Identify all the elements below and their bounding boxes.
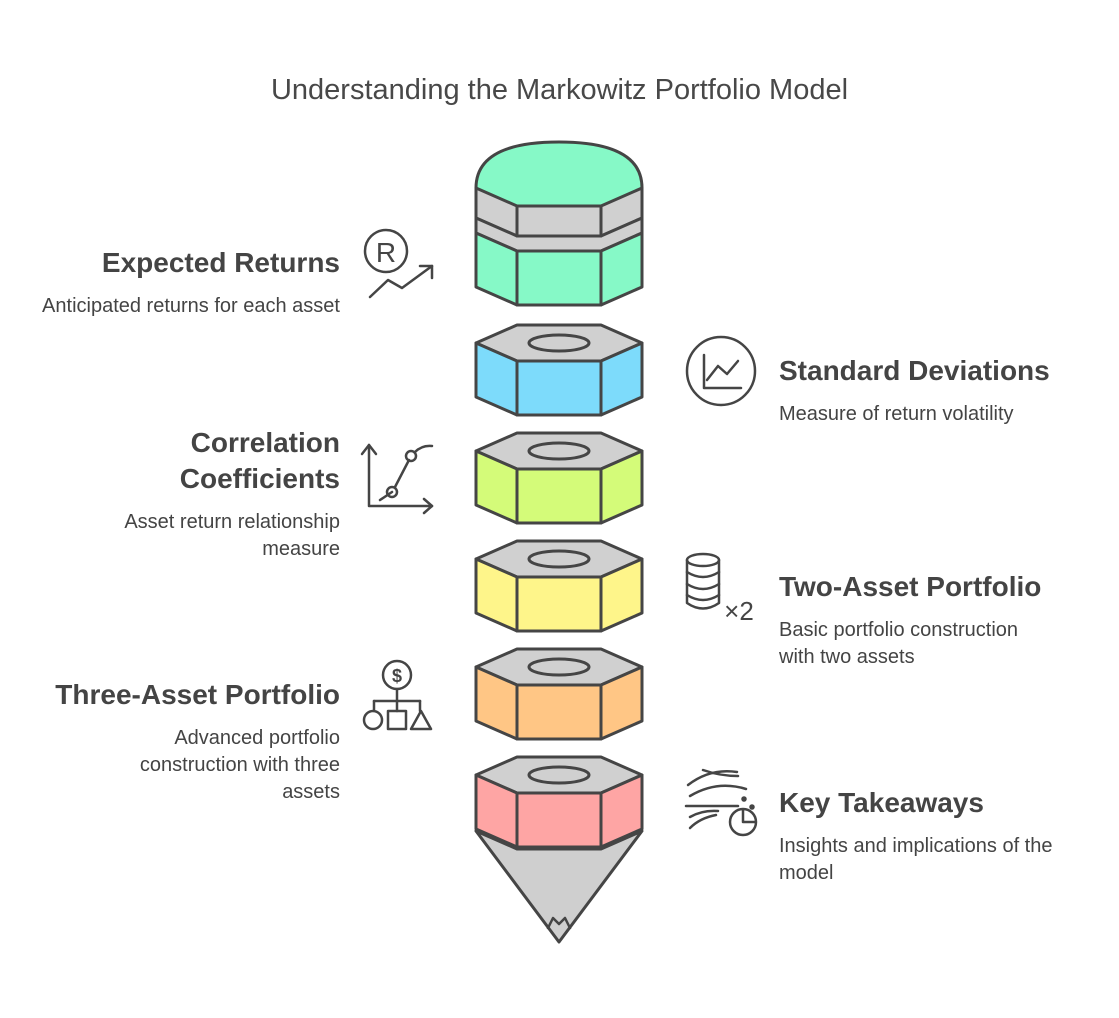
nut-two-asset <box>474 539 644 633</box>
item-title: Correlation Coefficients <box>179 427 340 494</box>
item-key-takeaways: Key Takeaways Insights and implications … <box>779 785 1079 887</box>
item-two-asset-portfolio: Two-Asset Portfolio Basic portfolio cons… <box>779 569 1079 671</box>
item-expected-returns: Expected Returns Anticipated returns for… <box>40 245 340 320</box>
page-title: Understanding the Markowitz Portfolio Mo… <box>270 74 849 106</box>
top-cap-segment <box>474 140 644 307</box>
nut-three-asset <box>474 647 644 741</box>
top-cap-body <box>474 140 644 208</box>
coin-stack-icon <box>685 552 721 610</box>
nut-hole <box>527 657 591 677</box>
correlation-chart-icon <box>360 443 434 515</box>
cone-tip <box>474 829 644 944</box>
nut-hole <box>527 333 591 353</box>
item-desc: Measure of return volatility <box>779 403 1014 425</box>
item-desc: Insights and implications of the model <box>779 835 1053 884</box>
nut-hole <box>527 441 591 461</box>
nut-standard-deviations <box>474 323 644 417</box>
item-desc: Advanced portfolio construction with thr… <box>139 727 340 803</box>
nut-hole <box>527 765 591 785</box>
multiplier-label: ×2 <box>724 596 754 626</box>
nut-key-takeaways <box>474 755 644 849</box>
currency-symbol: $ <box>392 666 402 686</box>
nut-correlation-coefficients <box>474 431 644 525</box>
item-correlation-coefficients: Correlation Coefficients Asset return re… <box>40 425 340 563</box>
item-desc: Asset return relationship measure <box>124 511 340 560</box>
asset-hierarchy-icon <box>362 659 433 731</box>
nut-hole <box>527 549 591 569</box>
volatility-chart-icon <box>685 335 757 407</box>
item-standard-deviations: Standard Deviations Measure of return vo… <box>779 353 1079 428</box>
insights-flow-icon <box>684 768 758 837</box>
item-desc: Anticipated returns for each asset <box>42 295 340 317</box>
returns-chart-icon <box>363 228 434 299</box>
item-title: Expected Returns <box>101 247 340 278</box>
item-desc: Basic portfolio construction with two as… <box>779 619 1019 668</box>
item-title: Key Takeaways <box>779 787 984 818</box>
item-three-asset-portfolio: Three-Asset Portfolio Advanced portfolio… <box>40 677 340 806</box>
item-title: Two-Asset Portfolio <box>779 571 1042 602</box>
item-title: Three-Asset Portfolio <box>55 679 340 710</box>
cone-notch <box>546 916 572 930</box>
returns-letter: R <box>376 237 396 268</box>
item-title: Standard Deviations <box>779 355 1050 386</box>
